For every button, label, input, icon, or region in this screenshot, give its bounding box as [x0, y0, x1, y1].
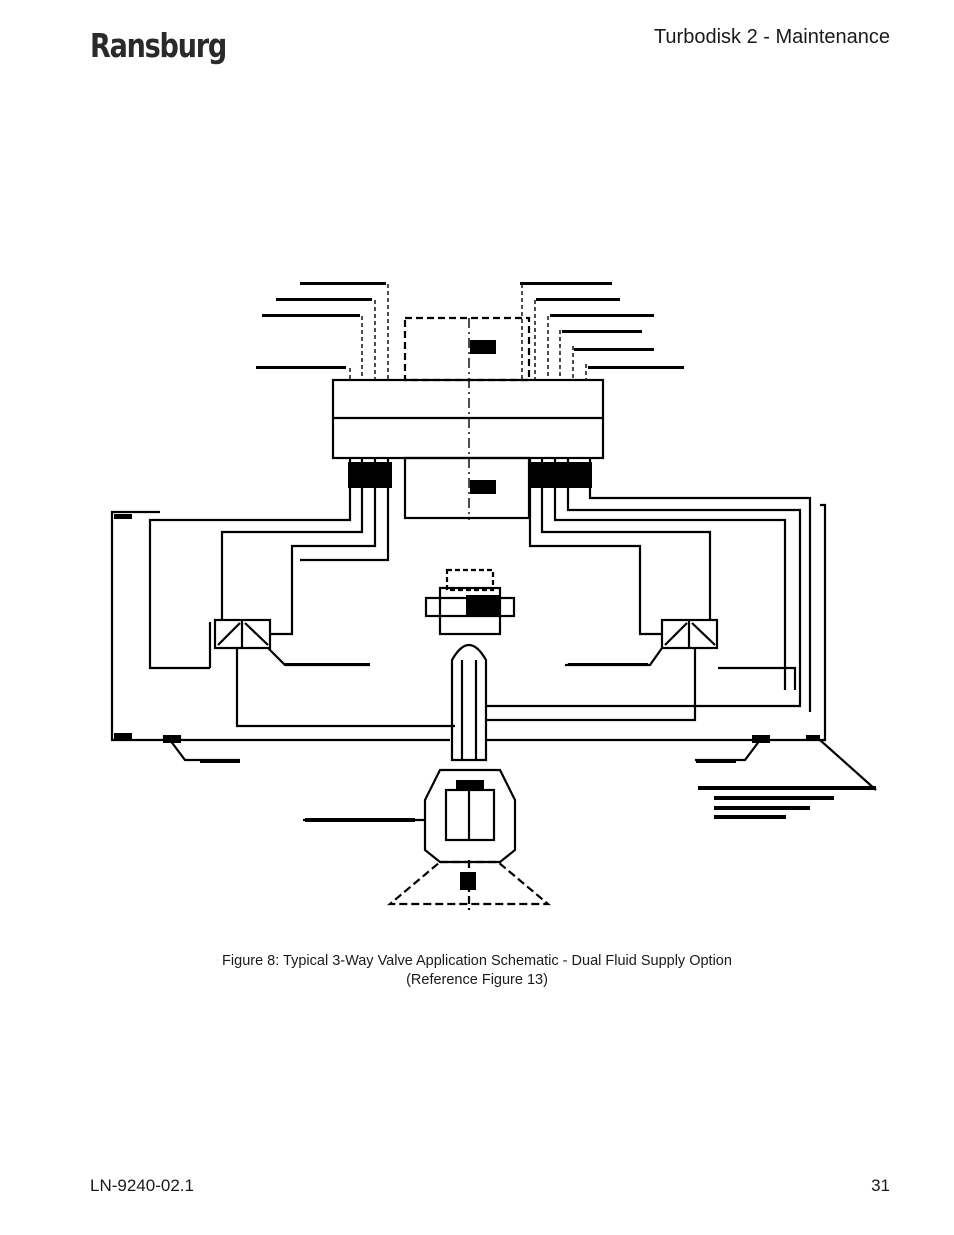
ransburg-logo: Ransburg — [90, 26, 227, 65]
figure-caption: Figure 8: Typical 3-Way Valve Applicatio… — [0, 952, 954, 990]
document-number: LN-9240-02.1 — [90, 1176, 194, 1195]
document-title: Turbodisk 2 - Maintenance — [653, 26, 890, 48]
valve-schematic-diagram — [110, 282, 877, 910]
figure-caption-title: Figure 8: Typical 3-Way Valve Applicatio… — [222, 953, 732, 969]
schematic-fine-labels — [114, 282, 876, 890]
page-number: 31 — [871, 1176, 890, 1195]
figure-caption-reference: (Reference Figure 13) — [406, 972, 548, 988]
